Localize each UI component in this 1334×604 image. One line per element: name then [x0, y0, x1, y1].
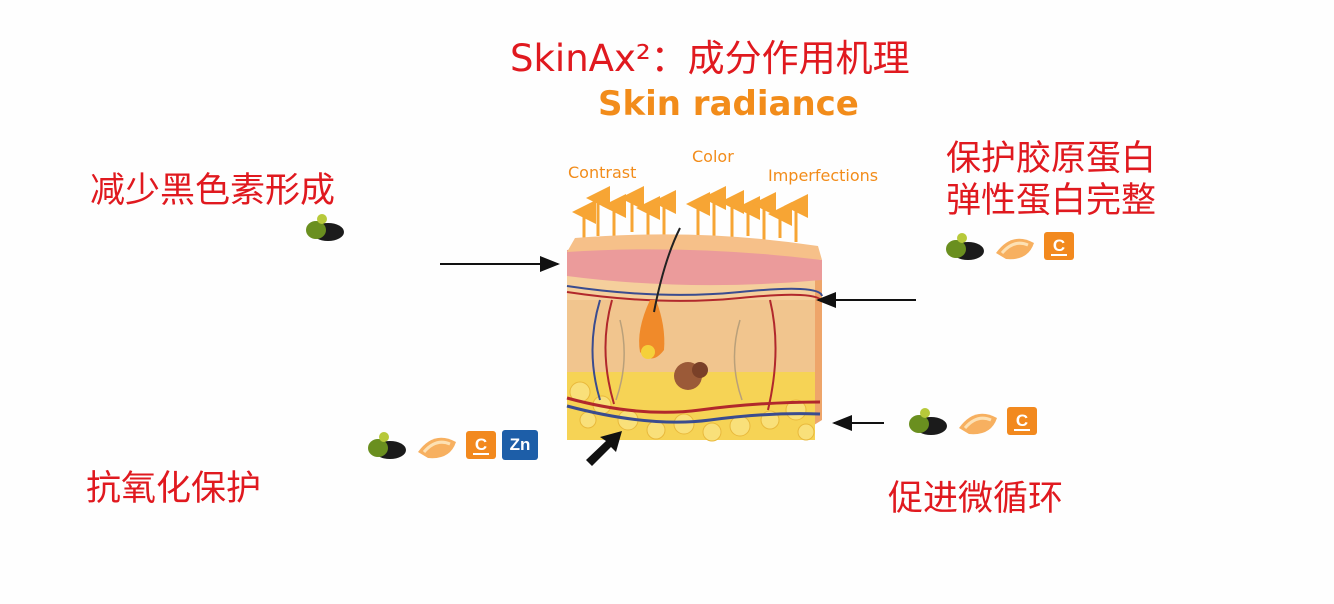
effect-imperfections: Imperfections [768, 166, 879, 185]
skin-block [566, 227, 823, 442]
olive-extract-icon [946, 233, 984, 260]
diagram-subtitle: Skin radiance [598, 84, 859, 124]
olive-extract-icon [306, 214, 344, 241]
effect-color: Color [692, 147, 734, 166]
zinc-badge: Zn [502, 430, 538, 460]
vitamin-c-badge: C [1007, 407, 1037, 435]
icons-microcirculation-group: C [903, 404, 1037, 438]
olive-extract-icon [909, 408, 947, 435]
vitamin-c-badge: C [466, 431, 496, 459]
icons-melanin-group [300, 210, 346, 244]
radiance-arrows [572, 186, 808, 242]
label-antioxidant: 抗氧化保护 [86, 469, 262, 509]
olive-extract-icon [368, 432, 406, 459]
pointer-arrows [440, 256, 916, 431]
icons-antioxidant-group: C Zn [362, 428, 538, 462]
icons-collagen-group: C [940, 229, 1074, 263]
antioxidant-arrow [586, 431, 622, 466]
label-collagen-line2: 弹性蛋白完整 [946, 181, 1157, 221]
melon-icon [959, 413, 997, 435]
label-collagen-line1: 保护胶原蛋白 [946, 139, 1157, 179]
label-reduce-melanin: 减少黑色素形成 [90, 171, 336, 211]
effect-contrast: Contrast [568, 163, 637, 182]
label-protect-collagen: 保护胶原蛋白 弹性蛋白完整 [946, 138, 1156, 222]
page-title: SkinAx²：成分作用机理 [510, 37, 910, 80]
label-microcirculation: 促进微循环 [888, 479, 1064, 519]
melon-icon [418, 437, 456, 459]
melon-icon [996, 238, 1034, 260]
vitamin-c-badge: C [1044, 232, 1074, 260]
